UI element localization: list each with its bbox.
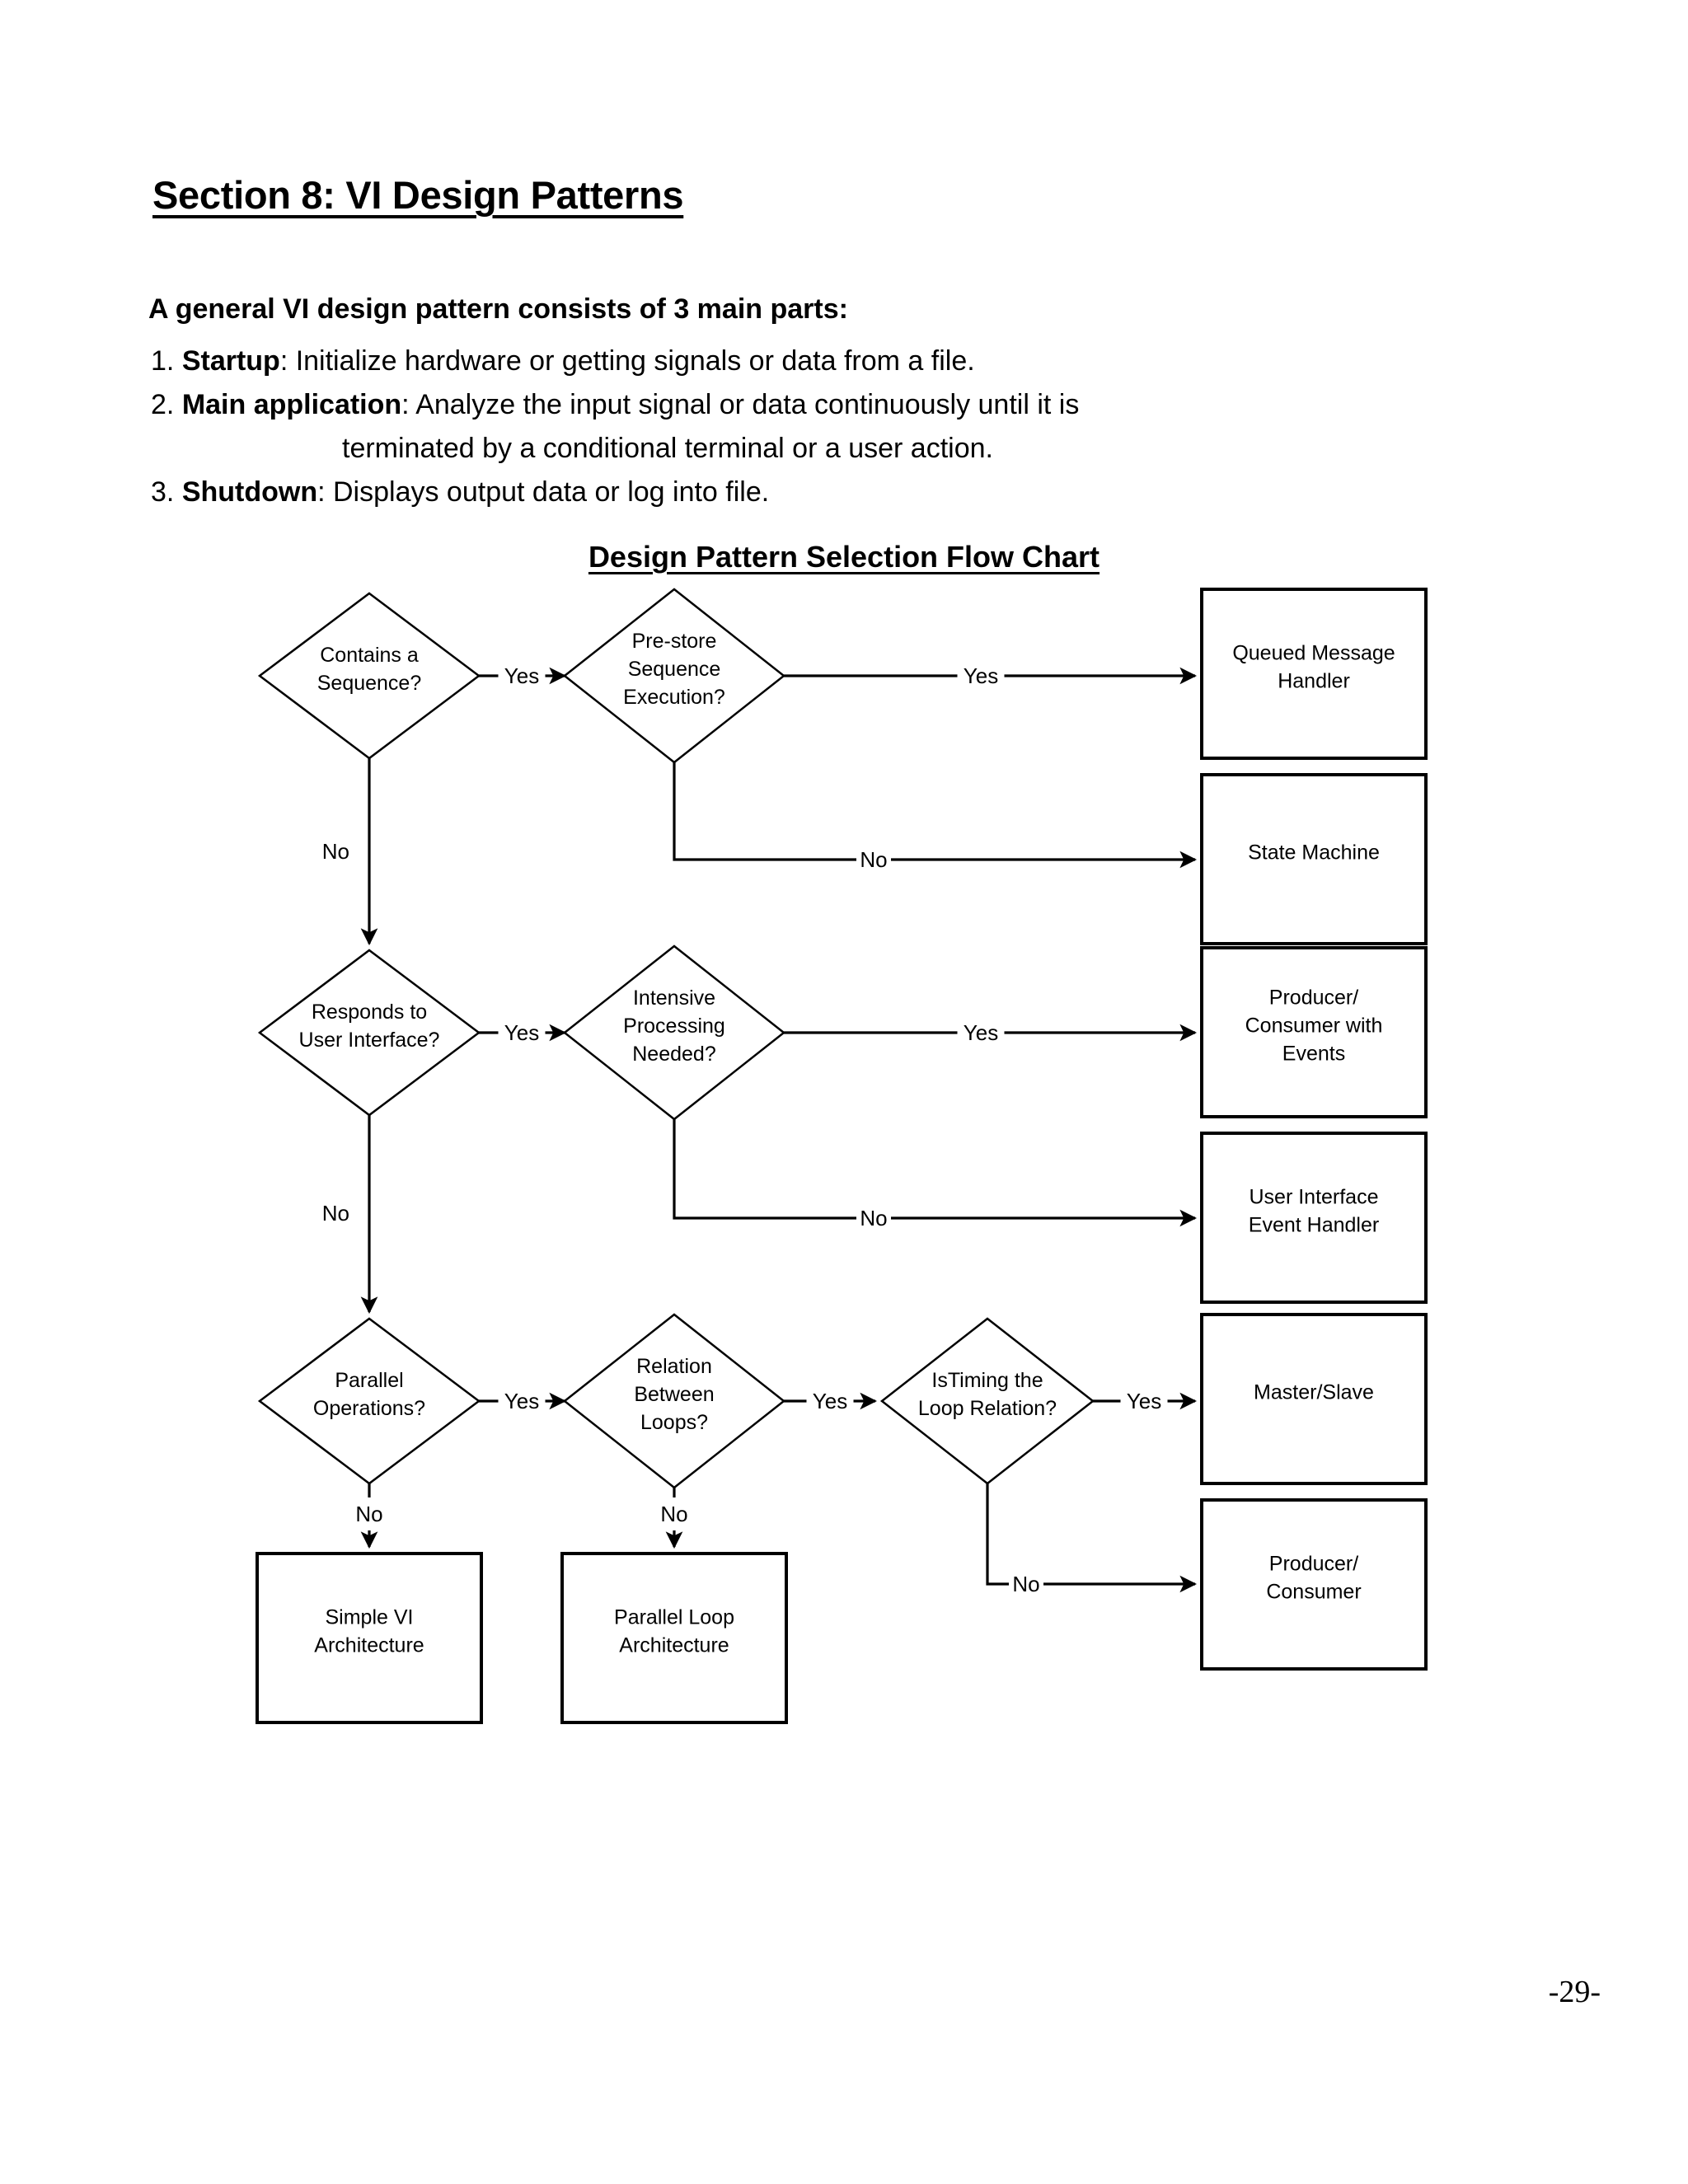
list-item-term: Shutdown bbox=[181, 476, 318, 508]
flow-edge-label: No bbox=[322, 1201, 349, 1226]
list-item-number: 2. bbox=[151, 389, 182, 420]
list-item-continuation: terminated by a conditional terminal or … bbox=[342, 433, 993, 464]
flow-edge-istiming_loop_relation-to-master_slave: Yes bbox=[1093, 1386, 1198, 1416]
flow-edge-intensive_processing-to-ui_event_handler: No bbox=[673, 1119, 1198, 1233]
flow-edge-label: Yes bbox=[964, 663, 998, 688]
flow-edge-line bbox=[673, 762, 1198, 869]
flow-node-label-master_slave: Master/Slave bbox=[1254, 1381, 1374, 1404]
flow-edge-label: Yes bbox=[504, 1020, 539, 1045]
flow-edge-label: Yes bbox=[1127, 1389, 1161, 1413]
flow-edge-relation_between_loops-to-parallel_loop_architecture: No bbox=[656, 1488, 692, 1549]
flow-edge-prestore_sequence-to-queued_message_handler: Yes bbox=[784, 661, 1198, 691]
list-item-text: : Initialize hardware or getting signals… bbox=[279, 345, 975, 377]
flow-edge-label: Yes bbox=[504, 663, 539, 688]
list-item-term: Main application bbox=[181, 389, 402, 420]
flow-edge-label: Yes bbox=[964, 1020, 998, 1045]
list-item: 2. Main application: Analyze the input s… bbox=[151, 383, 1387, 427]
list-item: 1. Startup: Initialize hardware or getti… bbox=[151, 340, 1387, 383]
flow-edge-line bbox=[986, 1483, 1198, 1593]
flow-edge-responds_ui-to-intensive_processing: Yes bbox=[479, 1018, 567, 1047]
page-number: -29- bbox=[1548, 1975, 1601, 2009]
flow-edge-label: No bbox=[1012, 1572, 1039, 1596]
design-pattern-parts-list: 1. Startup: Initialize hardware or getti… bbox=[151, 340, 1387, 514]
flow-edge-contains_sequence-to-prestore_sequence: Yes bbox=[479, 661, 567, 691]
flow-edge-label: No bbox=[860, 1206, 887, 1230]
list-item-text: : Analyze the input signal or data conti… bbox=[401, 389, 1080, 420]
flow-edge-istiming_loop_relation-to-producer_consumer: No bbox=[986, 1483, 1198, 1599]
flow-edge-prestore_sequence-to-state_machine: No bbox=[673, 762, 1198, 874]
flow-node-producer_consumer[interactable]: Producer/Consumer bbox=[1200, 1498, 1428, 1671]
flow-edge-contains_sequence-to-responds_ui: No bbox=[313, 758, 378, 946]
flow-edge-label: No bbox=[355, 1502, 382, 1526]
flow-edge-responds_ui-to-parallel_operations: No bbox=[313, 1115, 378, 1315]
flow-edge-label: No bbox=[322, 839, 349, 864]
flow-edge-label: Yes bbox=[504, 1389, 539, 1413]
lead-paragraph: A general VI design pattern consists of … bbox=[148, 293, 848, 325]
list-item: 3. Shutdown: Displays output data or log… bbox=[151, 471, 1387, 514]
flow-node-label-producer_consumer: Producer/Consumer bbox=[1266, 1553, 1361, 1604]
flow-edge-relation_between_loops-to-istiming_loop_relation: Yes bbox=[784, 1386, 878, 1416]
flow-edge-line bbox=[673, 1119, 1198, 1227]
page-title: Section 8: VI Design Patterns bbox=[152, 173, 684, 218]
flow-edge-label: No bbox=[860, 847, 887, 872]
list-item-number: 3. bbox=[151, 476, 182, 508]
list-item-text: : Displays output data or log into file. bbox=[317, 476, 770, 508]
flow-node-master_slave[interactable]: Master/Slave bbox=[1200, 1313, 1428, 1485]
flow-edge-parallel_operations-to-relation_between_loops: Yes bbox=[479, 1386, 567, 1416]
flow-edge-intensive_processing-to-producer_consumer_events: Yes bbox=[784, 1018, 1198, 1047]
flow-edge-label: No bbox=[660, 1502, 687, 1526]
flow-node-label-state_machine: State Machine bbox=[1248, 841, 1380, 865]
flow-edge-label: Yes bbox=[813, 1389, 847, 1413]
list-item-term: Startup bbox=[181, 345, 280, 377]
flow-node-state_machine[interactable]: State Machine bbox=[1200, 773, 1428, 945]
flow-edge-parallel_operations-to-simple_vi_architecture: No bbox=[351, 1483, 387, 1549]
list-item-number: 1. bbox=[151, 345, 182, 377]
